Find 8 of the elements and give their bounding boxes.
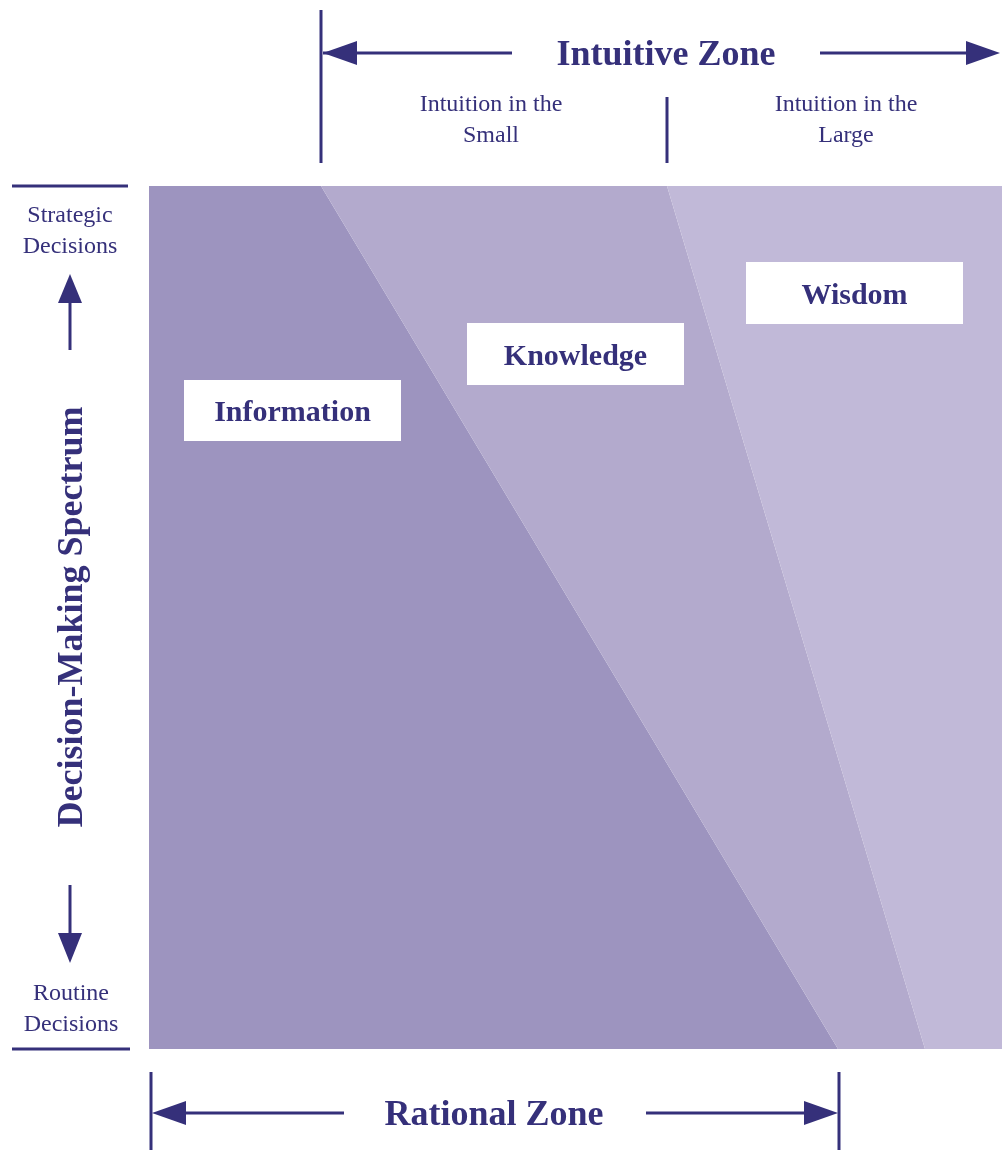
concept-box: Information	[184, 380, 401, 441]
zone-label: Intuition in the Large	[773, 89, 919, 149]
concept-box: Wisdom	[746, 262, 963, 324]
axis-title: Decision-Making Spectrum	[49, 405, 91, 830]
zone-label: Strategic Decisions	[21, 200, 119, 260]
concept-box: Knowledge	[467, 323, 684, 385]
zone-label: Intuition in the Small	[418, 89, 564, 149]
zone-label: Routine Decisions	[22, 978, 120, 1038]
